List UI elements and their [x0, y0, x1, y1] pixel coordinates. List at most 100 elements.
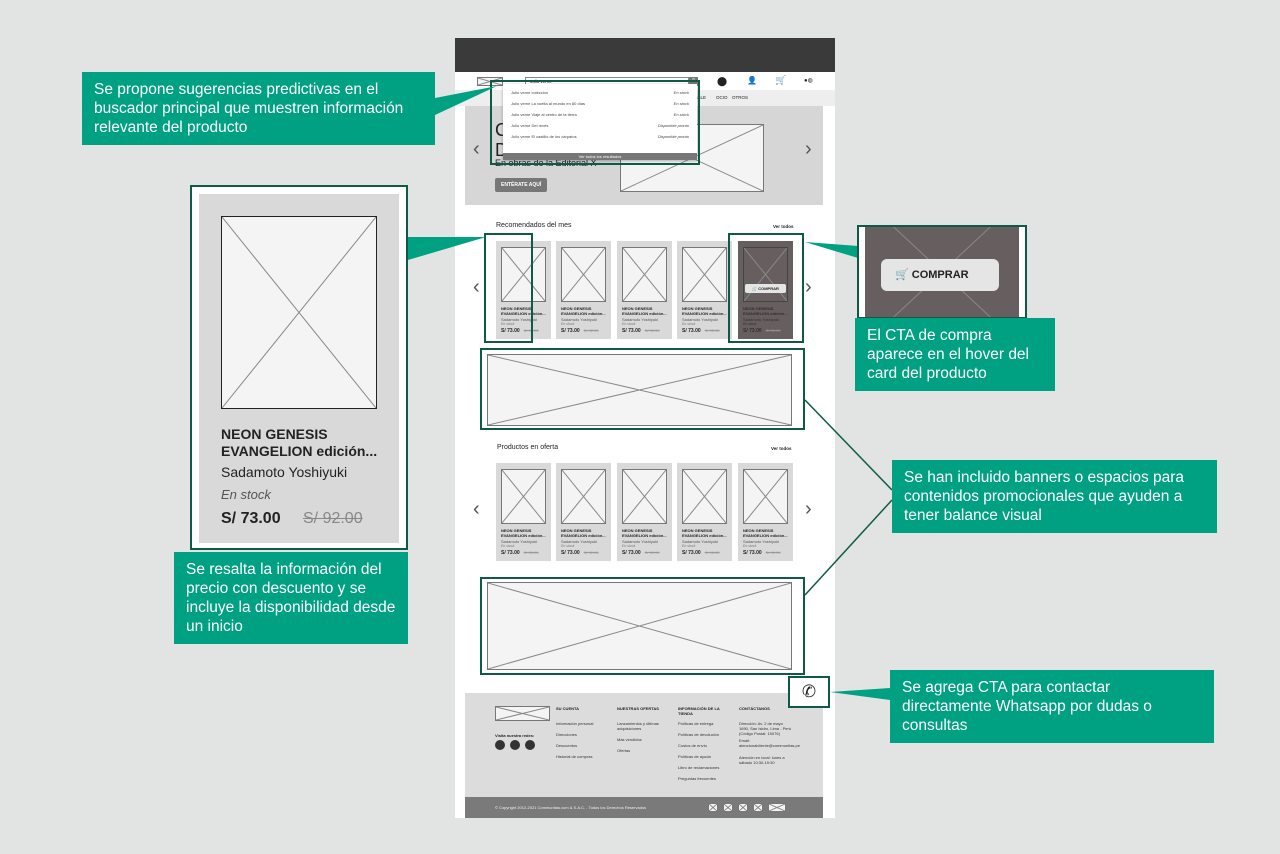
chevron-left-icon[interactable]: ‹ [473, 138, 480, 160]
price: S/ 73.00 [622, 550, 641, 556]
product-card[interactable]: NEON GENESIS EVANGELION edición... Sadam… [677, 241, 732, 339]
product-author: Sadamoto Yoshiyuki [501, 317, 538, 322]
old-price: S/ 92.00 [583, 550, 599, 555]
product-image [622, 469, 667, 524]
stock-status: En stock [561, 322, 575, 326]
product-card[interactable]: NEON GENESIS EVANGELION edición... Sadam… [677, 463, 732, 561]
product-author: Sadamoto Yoshiyuki [622, 539, 659, 544]
cart-icon[interactable]: 🛒 [775, 75, 787, 85]
promo-banner[interactable] [487, 582, 792, 670]
see-all-link[interactable]: Ver todos [773, 224, 794, 229]
social-icon[interactable] [510, 740, 520, 750]
highlight-card [484, 233, 533, 343]
footer-link[interactable]: Descuentos [556, 743, 578, 748]
buy-button[interactable]: 🛒 COMPRAR [745, 284, 786, 293]
wireframe-page: Julio verne ⌕ ⬤ 👤 🛒 ●◍ UCABLE OCIO OTROS… [455, 38, 835, 818]
payment-icon [768, 803, 786, 812]
stock-status: En stock [561, 544, 575, 548]
product-card[interactable]: NEON GENESIS EVANGELION edición... Sadam… [496, 463, 551, 561]
hero-cta-button[interactable]: ENTÉRATE AQUÍ [495, 178, 548, 192]
buy-button[interactable]: 🛒 COMPRAR [881, 259, 999, 291]
suggestion-item[interactable]: Julio verne La vuelta al mundo en 80 día… [511, 101, 689, 106]
footer-bottom-bar: © Copyright 2012-2021 Communitas.com & S… [465, 797, 823, 818]
stock-status: En stock [221, 487, 271, 502]
footer-link[interactable]: Políticas de entrega [678, 721, 714, 726]
price: S/ 73.00 [501, 328, 520, 334]
footer-link: Dirección: Av. 2 de mayo 1690, San Isidr… [739, 721, 792, 736]
note-hover: El CTA de compra aparece en el hover del… [855, 318, 1055, 391]
product-card[interactable]: NEON GENESIS EVANGELION edición... Sadam… [496, 241, 551, 339]
product-title: NEON GENESIS EVANGELION edición... [622, 306, 667, 316]
nav-item[interactable]: OTROS [732, 95, 749, 100]
highlight-banner [480, 348, 805, 430]
old-price: S/ 92.00 [523, 550, 539, 555]
old-price: S/ 92.00 [583, 328, 599, 333]
product-title: NEON GENESIS EVANGELION edición... [561, 306, 606, 316]
product-image [221, 216, 377, 409]
product-card[interactable]: NEON GENESIS EVANGELION edición... Sadam… [617, 463, 672, 561]
footer-link[interactable]: Políticas de ayuda [678, 754, 711, 759]
highlight-hover-card [728, 233, 804, 343]
whatsapp-button[interactable]: ✆ [788, 676, 830, 708]
buy-label: COMPRAR [911, 269, 969, 281]
copyright: © Copyright 2012-2021 Communitas.com & S… [495, 805, 647, 810]
product-title: NEON GENESIS EVANGELION edición... [622, 528, 667, 538]
footer-link[interactable]: Políticas de devolución [678, 732, 719, 737]
price: S/ 73.00 [561, 550, 580, 556]
footer-link[interactable]: Más vendidos [617, 737, 642, 742]
footer-link[interactable]: Ofertas [617, 748, 631, 753]
nav-item[interactable]: OCIO [716, 95, 728, 100]
see-all-results-button[interactable]: Ver todos los resultados [503, 153, 697, 160]
social-icon[interactable] [495, 740, 505, 750]
product-author: Sadamoto Yoshiyuki [561, 317, 598, 322]
footer-link[interactable]: Información personal [556, 721, 594, 726]
footer-link[interactable]: Libro de reclamaciones [678, 765, 720, 770]
product-title: NEON GENESIS EVANGELION edición... [743, 528, 788, 538]
price: S/ 73.00 [622, 328, 641, 334]
chevron-right-icon[interactable]: › [805, 138, 812, 160]
footer-link[interactable]: Direcciones [556, 732, 577, 737]
see-all-link[interactable]: Ver todos [771, 446, 792, 451]
suggestion-title: Julio verne coleccion [511, 90, 549, 95]
footer-link[interactable]: Costos de envío [678, 743, 707, 748]
chevron-left-icon[interactable]: ‹ [473, 276, 480, 298]
product-card[interactable]: NEON GENESIS EVANGELION edición... Sadam… [556, 241, 611, 339]
footer-link[interactable]: Lanzamientos y últimas adquisiciones [617, 721, 659, 731]
stock-status: En stock [501, 322, 515, 326]
old-price: S/ 92.00 [644, 550, 660, 555]
price: S/ 73.00 [682, 328, 701, 334]
section-title-offers: Productos en oferta [497, 444, 559, 451]
footer-link[interactable]: Preguntas frecuentes [678, 776, 717, 781]
old-price: S/ 92.00 [644, 328, 660, 333]
nav-item[interactable]: UCABLE [688, 95, 707, 100]
price: S/ 73.00 [743, 550, 762, 556]
chevron-left-icon[interactable]: ‹ [473, 498, 480, 520]
footer-link: Atención en local: lunes a sábado 10:30-… [739, 755, 785, 765]
price: S/ 73.00 [682, 550, 701, 556]
user-icon[interactable]: 👤 [747, 76, 757, 85]
whatsapp-icon: ✆ [801, 682, 817, 701]
product-title: NEON GENESIS EVANGELION edición... [501, 306, 546, 316]
language-icon[interactable]: ●◍ [804, 78, 813, 84]
product-card[interactable]: NEON GENESIS EVANGELION edición... Sadam… [738, 241, 793, 339]
promo-banner[interactable] [487, 354, 792, 426]
footer-column-title: SU CUENTA [556, 706, 580, 711]
product-image [561, 469, 606, 524]
hover-zoom: 🛒 COMPRAR [857, 225, 1027, 319]
chevron-right-icon[interactable]: › [805, 498, 812, 520]
suggestion-item[interactable]: Julio verne Viaje al centro de la tierra… [511, 112, 689, 117]
product-card[interactable]: NEON GENESIS EVANGELION edición... Sadam… [738, 463, 793, 561]
social-icon[interactable] [525, 740, 535, 750]
location-icon[interactable]: ⬤ [717, 76, 728, 86]
section-title-recommended: Recomendados del mes [496, 222, 572, 229]
chevron-right-icon[interactable]: › [805, 276, 812, 298]
product-card[interactable]: NEON GENESIS EVANGELION edición... Sadam… [556, 463, 611, 561]
footer-link[interactable]: Historial de compras [556, 754, 593, 759]
product-author: Sadamoto Yoshiyuki [622, 317, 659, 322]
product-author: Sadamoto Yoshiyuki [682, 317, 719, 322]
stock-status: En stock [743, 544, 757, 548]
product-card[interactable]: NEON GENESIS EVANGELION edición... Sadam… [617, 241, 672, 339]
